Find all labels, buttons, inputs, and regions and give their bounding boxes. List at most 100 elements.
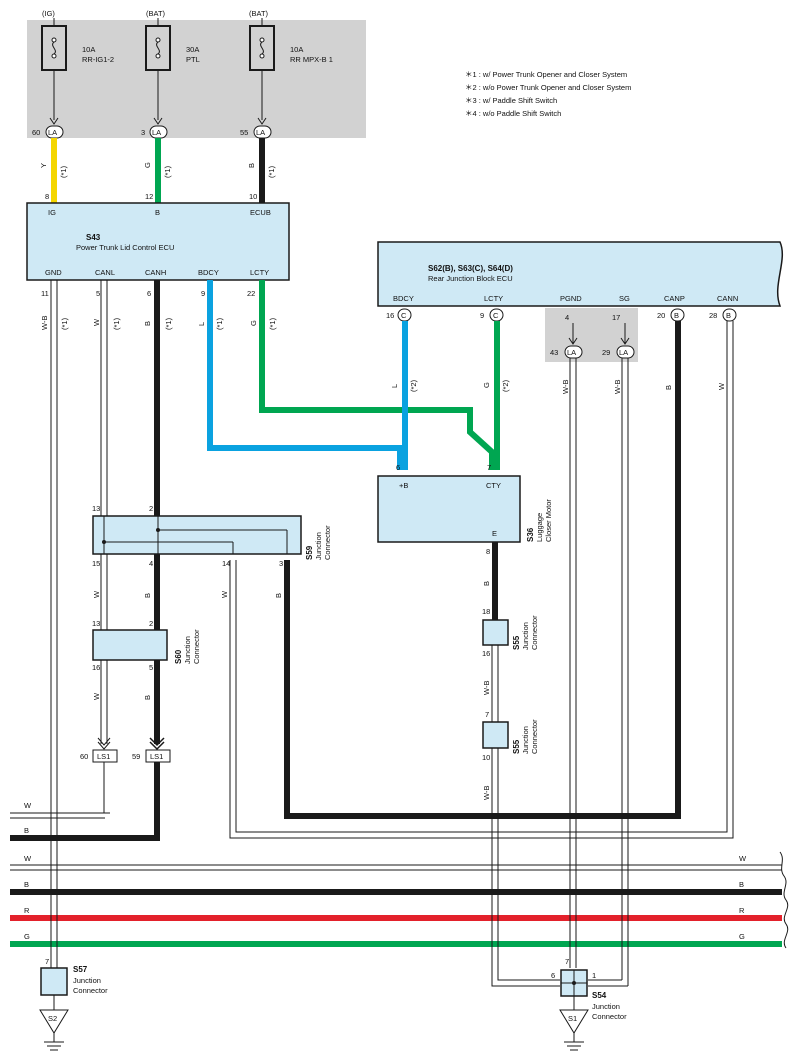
fuse-rating: 10A [82,45,95,54]
wire-color-label: B [143,695,152,700]
connector-label: C [401,311,407,320]
s54-junction: 7 6 1 S54 Junction Connector S1 [551,957,627,1051]
pin: 6 [147,289,151,298]
note-2: ＊2 : w/o Power Trunk Opener and Closer S… [465,83,631,92]
pin: 6 [551,971,555,980]
pin: 29 [602,348,610,357]
device-name-1: Junction [183,636,192,664]
device-name-1: Junction [521,622,530,650]
device-name-2: Connector [592,1012,627,1021]
wire-color-label: W-B [482,681,491,695]
terminal-lcty: LCTY [250,268,269,277]
pin: 3 [279,559,283,568]
ecu-pin: 12 [145,192,153,201]
pin: 8 [486,547,490,556]
wire-note: (*1) [164,317,173,330]
ground-label: S1 [568,1014,577,1023]
terminal-plus-b: +B [399,481,408,490]
device-id: S54 [592,991,607,1000]
device-name-2: Connector [192,629,201,664]
connector-arrow-icon [257,117,267,125]
fuse-ig: (IG) 10A RR-IG1-2 LA 60 [32,9,114,139]
bus-label: B [24,880,29,889]
fuse-bat-ptl: (BAT) 30A PTL LA 3 [141,9,200,139]
pin: 2 [149,504,153,513]
pin: 7 [485,710,489,719]
fuse-wires: Y (*1) 8 G (*1) 12 B (*1) 10 [39,138,276,203]
ls1-connectors: LS1 60 LS1 59 [80,737,171,838]
fuse-bat-mpx: (BAT) 10A RR MPX-B 1 LA 55 [240,9,333,139]
wire-note: (*2) [409,379,418,392]
device-name-2: Connector [323,525,332,560]
bus-break-mark [779,851,789,949]
device-name-1: Junction [314,532,323,560]
fuse-rating: 10A [290,45,303,54]
s62-wires: L (*2) G (*2) W-B W-B B W [229,321,734,987]
pin: 60 [80,752,88,761]
connector-label: LA [48,128,57,137]
note-4: ＊4 : w/o Paddle Shift Switch [465,109,561,118]
terminal-b: B [155,208,160,217]
wire-color-label: B [143,593,152,598]
connector-arrow-icon [49,117,59,125]
pin: 13 [92,619,100,628]
pin: 14 [222,559,230,568]
wire-note: (*1) [163,165,172,178]
device-id: S57 [73,965,88,974]
wire-note: (*1) [60,317,69,330]
device-id: S55 [512,739,521,754]
fuse-source-label: (IG) [42,9,55,18]
wire-color-label: W [717,382,726,390]
bus-label: W [24,854,32,863]
ecu-pin: 10 [249,192,257,201]
bus-lines: W B W W B B R R G G [10,801,789,949]
connector-label: B [674,311,679,320]
pin: 16 [482,649,490,658]
wire-color-label: W-B [613,380,622,394]
terminal-pgnd: PGND [560,294,582,303]
fuse-source-label: (BAT) [249,9,269,18]
s59-junction: 13 2 S59 Junction Connector 15 4 14 3 W … [92,504,332,630]
pin: 1 [592,971,596,980]
ecu-id: S62(B), S63(C), S64(D) [428,264,513,273]
ecu-id: S43 [86,233,101,242]
wire-color-label: G [482,382,491,388]
terminal-ig: IG [48,208,56,217]
terminal-lcty: LCTY [484,294,503,303]
connector-label: LS1 [150,752,163,761]
terminal-e: E [492,529,497,538]
connector-label: C [493,311,499,320]
fuse-rating: 30A [186,45,199,54]
notes-list: ＊1 : w/ Power Trunk Opener and Closer Sy… [465,70,631,118]
connector-arrow-icon [97,737,111,750]
wire-color-label: G [143,162,152,168]
bus-label: R [739,906,745,915]
device-name-1: Junction [521,726,530,754]
device-name-2: Connector [530,615,539,650]
wire-color-label: W-B [482,786,491,800]
wire-color-label: W [92,590,101,598]
ground-label: S2 [48,1014,57,1023]
pin: 7 [565,957,569,966]
pin: 18 [482,607,490,616]
ecu-name: Power Trunk Lid Control ECU [76,243,174,252]
s57-junction: 7 S57 Junction Connector S2 [39,957,108,1051]
wire-color-label: L [390,384,399,388]
terminal-bdcy: BDCY [393,294,414,303]
wire-color-label: B [247,163,256,168]
connector-arrow-icon [620,337,630,345]
wire-color-label: W [92,318,101,326]
connector-label: LA [152,128,161,137]
ground-icon [559,1009,589,1034]
pin: 59 [132,752,140,761]
pin: 16 [92,663,100,672]
bus-label: W [739,854,747,863]
wire-color-label: G [249,320,258,326]
terminal-canh: CANH [145,268,166,277]
bus-label: G [24,932,30,941]
connector-arrow-icon [153,117,163,125]
wire-note: (*1) [267,165,276,178]
device-name-1: Luggage [535,513,544,542]
pin: 17 [612,313,620,322]
device-id: S60 [174,649,183,664]
